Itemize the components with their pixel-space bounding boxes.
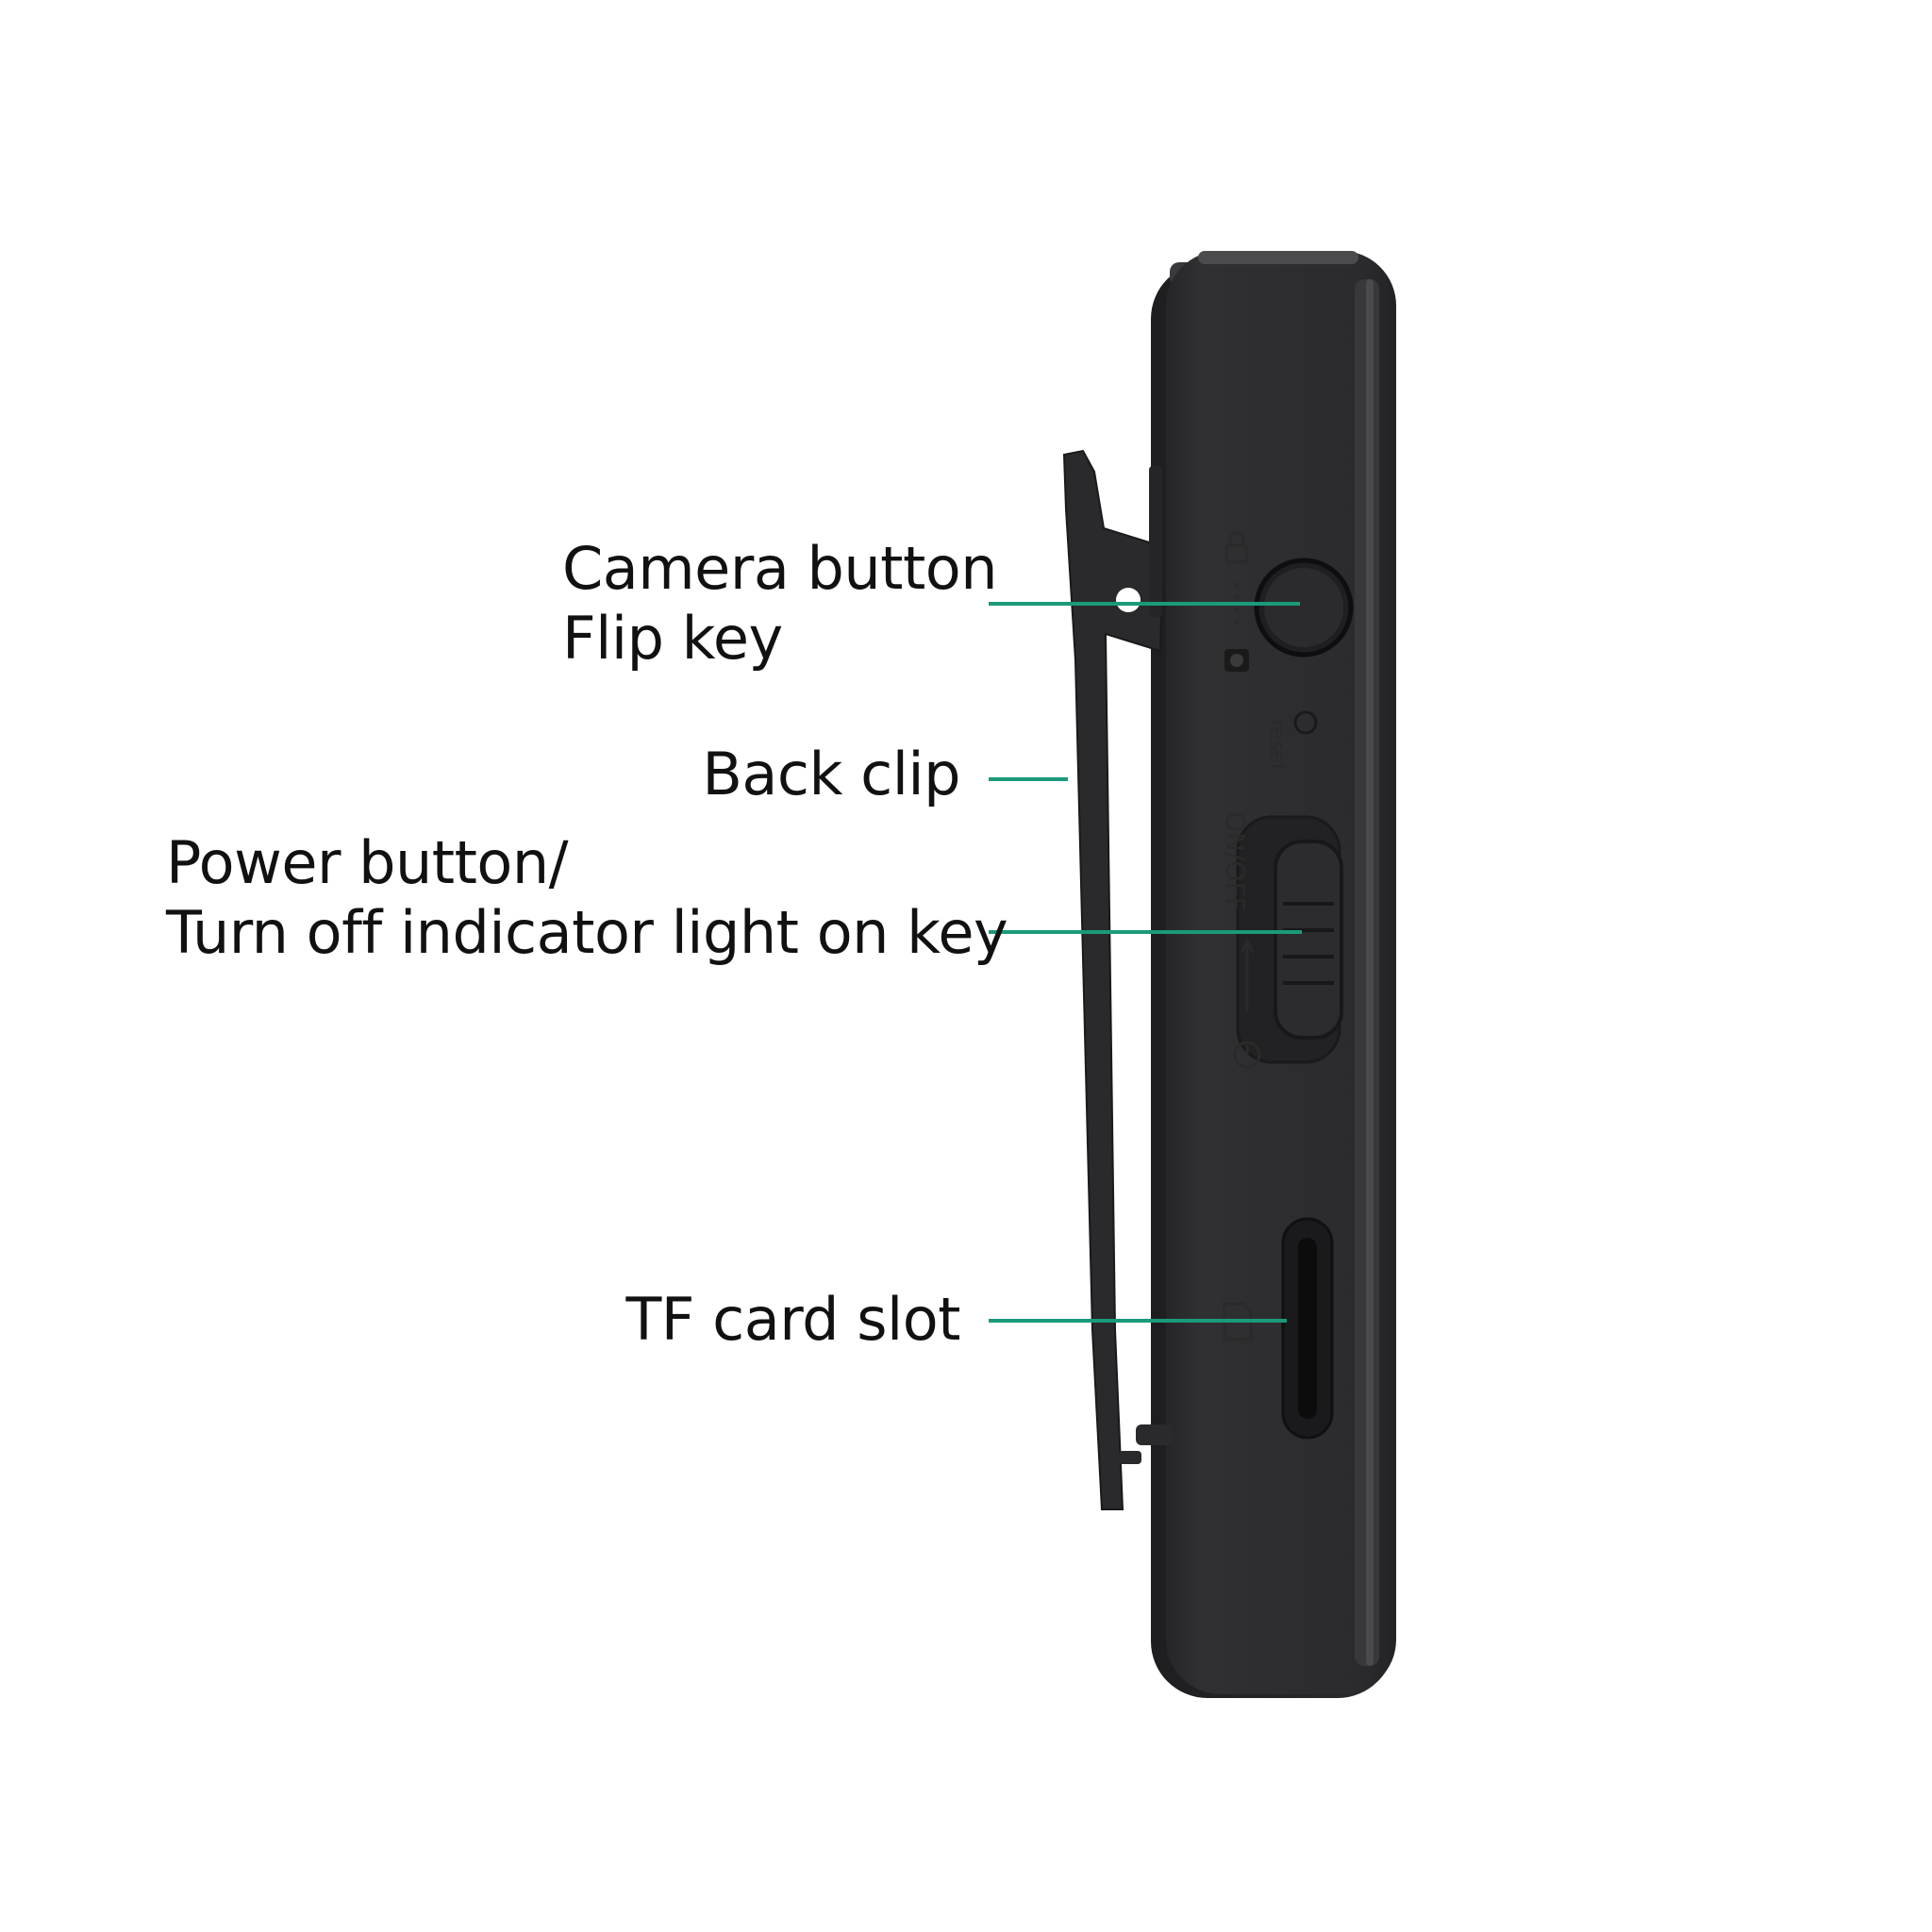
camera-label-line2: Flip key: [562, 604, 783, 673]
camera-button-label: Camera button Flip key: [562, 534, 998, 674]
lock-icon: [1224, 531, 1249, 564]
tf-card-label: TF card slot: [625, 1285, 960, 1355]
camera-label-line1: Camera button: [562, 534, 998, 603]
tf-card-icon: [1223, 1302, 1253, 1341]
mode-dots: [1234, 582, 1240, 625]
on-off-mark: ON/OFF: [1220, 811, 1251, 912]
power-button-label: Power button/ Turn off indicator light o…: [166, 828, 1008, 968]
reset-hole: reset: [1265, 710, 1318, 772]
power-label-line1: Power button/: [166, 828, 569, 897]
back-clip-label: Back clip: [702, 740, 960, 809]
camera-button: [1254, 558, 1354, 658]
power-label-line2: Turn off indicator light on key: [166, 898, 1008, 967]
tf-label-line1: TF card slot: [625, 1285, 960, 1354]
switch-arrow: [1240, 938, 1255, 1011]
power-switch: [1236, 815, 1343, 1064]
tf-card-slot: [1281, 1217, 1334, 1440]
reset-mark: reset: [1265, 719, 1289, 772]
camera-icon: [1224, 649, 1249, 672]
clip-label-line1: Back clip: [702, 740, 960, 808]
power-icon: [1233, 1041, 1261, 1069]
back-clip: [1062, 449, 1174, 1510]
